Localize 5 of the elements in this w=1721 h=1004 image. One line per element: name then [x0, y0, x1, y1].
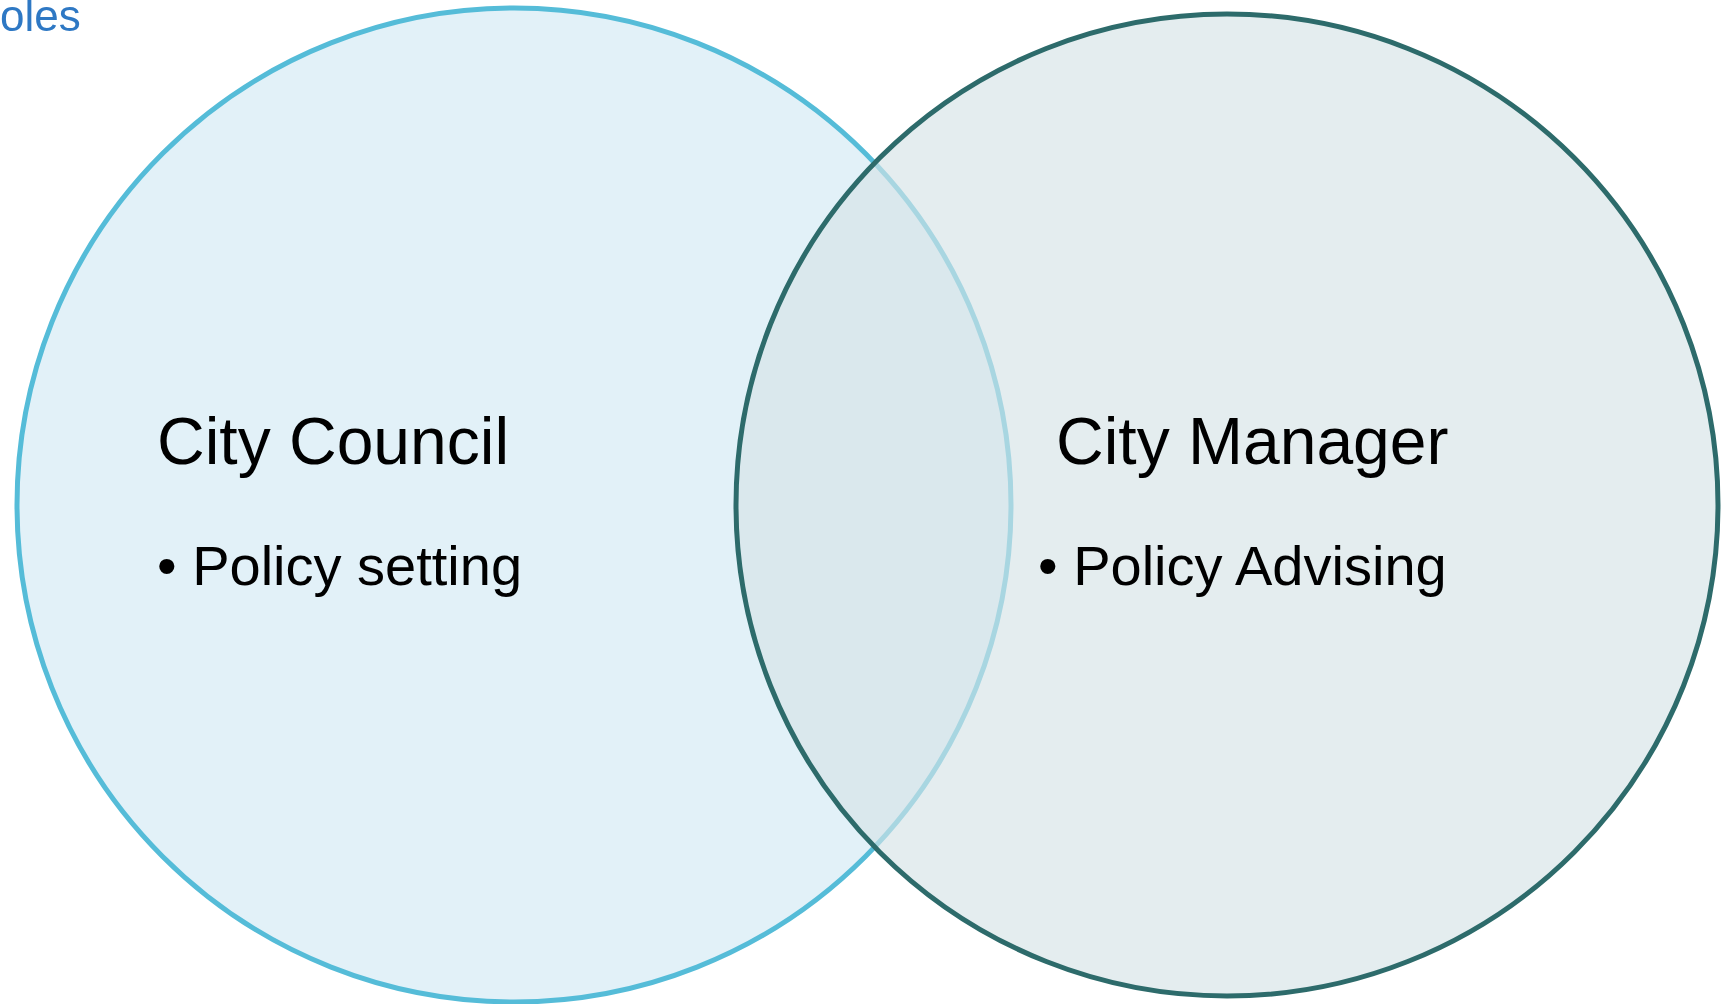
circle-heading: City Manager: [1056, 405, 1449, 478]
circle-heading: City Council: [157, 405, 510, 478]
bullet-item: • Policy setting: [157, 535, 523, 597]
venn-circle: [733, 11, 1721, 999]
bullet-item: • Policy Advising: [1038, 535, 1447, 597]
